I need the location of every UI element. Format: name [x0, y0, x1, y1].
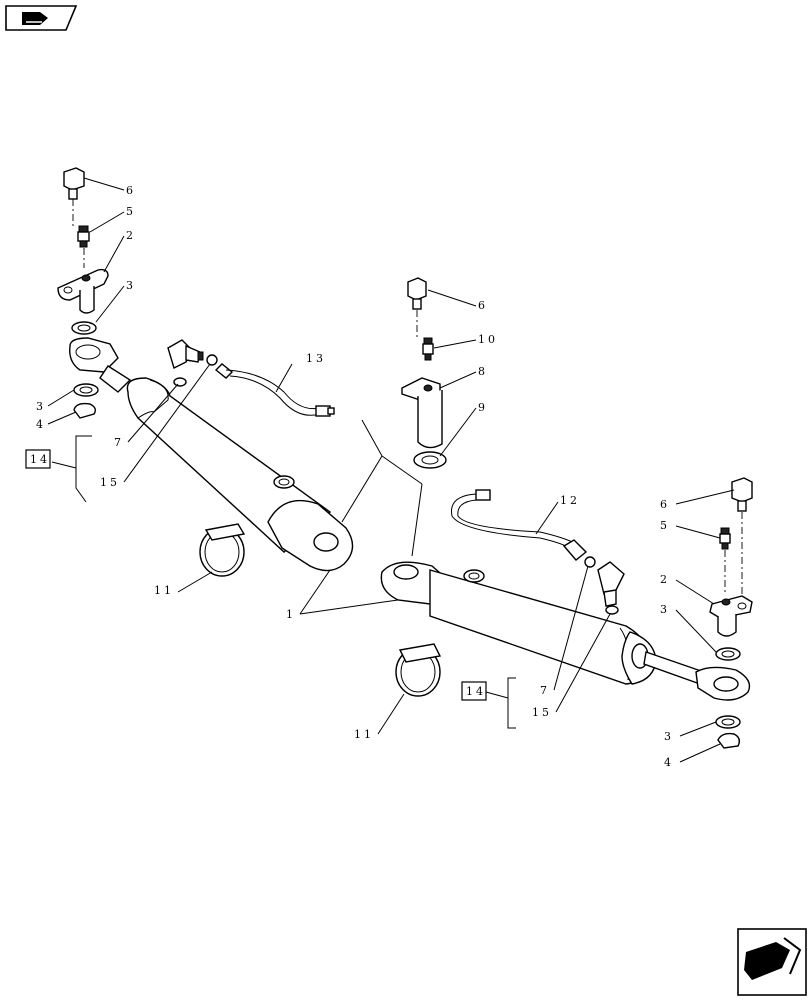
clip-part — [73, 402, 97, 419]
book-arrow-icon[interactable] — [5, 5, 78, 31]
hose-clamp-part — [199, 523, 246, 577]
elbow-fitting-part — [167, 339, 204, 369]
elbow-fitting-part — [597, 561, 625, 607]
callout-2: 2 — [660, 573, 670, 586]
grease-fitting-part — [77, 225, 90, 268]
hydraulic-tube-part — [451, 489, 588, 561]
center-pin-assembly — [401, 277, 447, 469]
hose-clamp-part — [395, 643, 442, 697]
callout-13: 13 — [306, 352, 326, 365]
callout-6: 6 — [478, 299, 488, 312]
callout-4: 4 — [664, 756, 674, 769]
pin-plate-part — [709, 595, 753, 637]
washer-part — [715, 647, 741, 661]
callout-6: 6 — [126, 184, 136, 197]
callout-7: 7 — [540, 684, 550, 697]
callout-4: 4 — [36, 418, 46, 431]
washer-part — [71, 321, 97, 335]
callout-12: 12 — [560, 494, 580, 507]
callout-8: 8 — [478, 365, 488, 378]
callout-9: 9 — [478, 401, 488, 414]
left-cylinder-assembly — [51, 167, 354, 577]
callout-7: 7 — [114, 436, 124, 449]
callout-3: 3 — [660, 603, 670, 616]
callout-3: 3 — [664, 730, 674, 743]
callout-15: 15 — [100, 476, 120, 489]
clip-part — [717, 732, 741, 749]
washer-part — [715, 715, 741, 729]
rod-eye-part — [69, 337, 119, 373]
callout-3: 3 — [126, 279, 136, 292]
boxed-callout-14-left — [25, 449, 51, 469]
right-cylinder-assembly — [380, 477, 753, 749]
callout-15: 15 — [532, 706, 552, 719]
washer-part — [73, 383, 99, 397]
callout-5: 5 — [660, 519, 670, 532]
callout-14: 14 — [466, 685, 486, 698]
callout-5: 5 — [126, 205, 136, 218]
callout-labels: 6 5 2 3 3 4 14 7 15 13 11 1 6 10 8 9 12 … — [30, 184, 674, 769]
callout-14: 14 — [30, 453, 50, 466]
callout-11: 11 — [154, 584, 174, 597]
pin-plate-part — [57, 268, 109, 314]
cylinder-body-part — [99, 365, 354, 572]
leader-lines — [47, 177, 735, 763]
cylinder-body-part — [380, 561, 751, 701]
callout-2: 2 — [126, 229, 136, 242]
boxed-callout-14-right — [461, 681, 487, 701]
callout-1: 1 — [286, 608, 296, 621]
next-page-arrow-icon[interactable] — [737, 928, 807, 996]
callout-3: 3 — [36, 400, 46, 413]
grease-fitting-part — [719, 527, 731, 594]
callout-6: 6 — [660, 498, 670, 511]
bolt-part — [63, 167, 85, 228]
callout-10: 10 — [478, 333, 498, 346]
bolt-part — [731, 477, 753, 594]
washer-part — [413, 451, 447, 469]
hydraulic-tube-part — [214, 363, 335, 417]
callout-11: 11 — [354, 728, 374, 741]
